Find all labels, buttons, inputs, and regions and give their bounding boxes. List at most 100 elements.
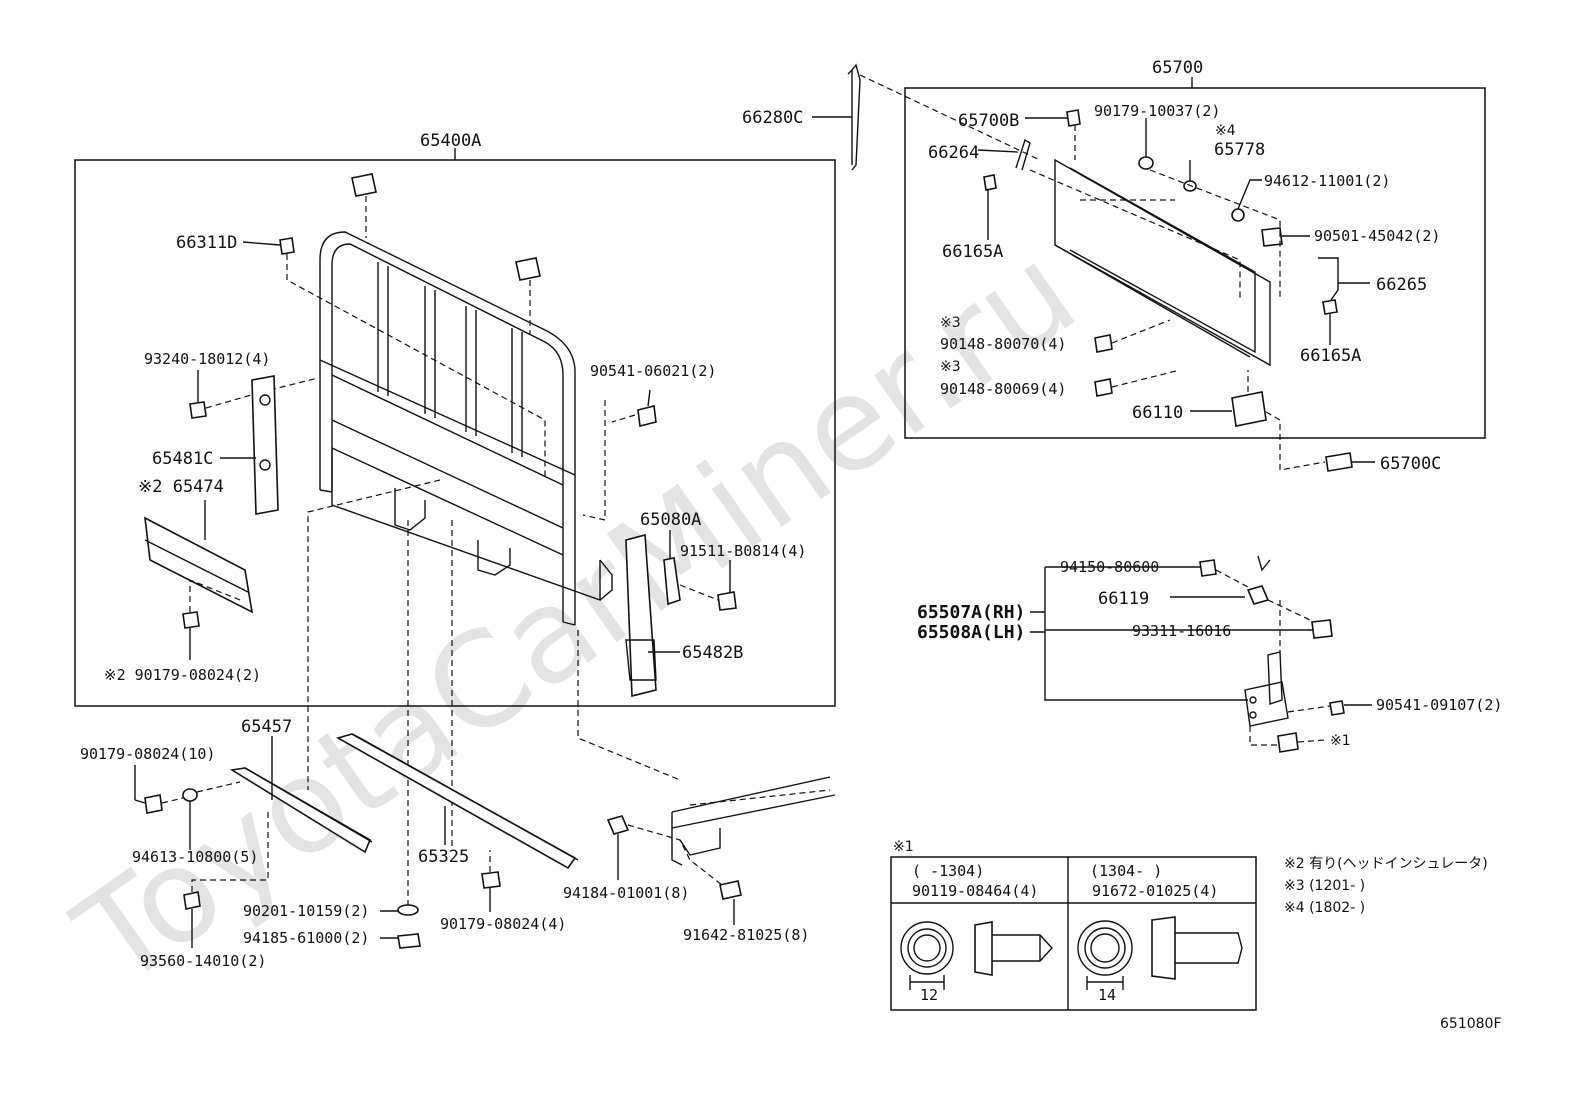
label-65508a: 65508A(LH) — [917, 622, 1025, 643]
label-65700: 65700 — [1152, 58, 1203, 78]
spring-90501[interactable] — [1261, 227, 1283, 247]
bracket-65507a[interactable] — [1244, 651, 1289, 727]
bolt-91642[interactable] — [719, 880, 742, 900]
hinge-66110[interactable] — [1231, 391, 1267, 427]
bracket-66119[interactable] — [1246, 585, 1270, 605]
cap-66165a-left[interactable] — [983, 174, 997, 191]
frame-cap-right[interactable] — [515, 257, 541, 281]
bolt-93311[interactable] — [1311, 619, 1333, 639]
label-note1-marker: ※1 — [1330, 733, 1351, 749]
washer-90201[interactable] — [397, 904, 419, 916]
label-66264: 66264 — [928, 143, 979, 163]
tailgate-panel[interactable] — [1054, 158, 1271, 367]
label-94613: 94613-10800(5) — [132, 848, 258, 866]
label-66265: 66265 — [1376, 275, 1427, 295]
label-90201: 90201-10159(2) — [243, 902, 369, 920]
label-91511: 91511-B0814(4) — [680, 542, 806, 560]
bolt-93560[interactable] — [183, 891, 201, 910]
diagram-code: 651080F — [1440, 1016, 1502, 1032]
label-65778: 65778 — [1214, 140, 1265, 160]
note-3: ※3 (1201- ) — [1284, 878, 1365, 894]
label-65700c: 65700C — [1380, 454, 1441, 474]
label-66165a-right: 66165A — [1300, 346, 1361, 366]
clip-65700b[interactable] — [1066, 109, 1081, 127]
table-col1-range: ( -1304) — [912, 862, 984, 880]
bracket-65481c[interactable] — [251, 375, 279, 515]
label-90179-08024-2: ※2 90179-08024(2) — [104, 666, 261, 684]
clip-90541-06021[interactable] — [637, 405, 657, 427]
nut-94150[interactable] — [1199, 559, 1217, 577]
table-col1-part: 90119-08464(4) — [912, 882, 1038, 900]
label-90148-80069: 90148-80069(4) — [940, 380, 1066, 398]
label-66165a-left: 66165A — [942, 242, 1003, 262]
label-90179-08024-4: 90179-08024(4) — [440, 915, 566, 933]
bracket-65482b[interactable] — [625, 533, 657, 698]
label-93240: 93240-18012(4) — [144, 350, 270, 368]
label-66119: 66119 — [1098, 589, 1149, 609]
cap-66165a-right[interactable] — [1322, 299, 1338, 315]
bolt-90148-80069[interactable] — [1094, 378, 1113, 397]
label-94150: 94150-80600 — [1060, 558, 1159, 576]
label-65325: 65325 — [418, 847, 469, 867]
bolt-note1[interactable] — [1277, 732, 1299, 753]
insulator-65474[interactable] — [144, 516, 254, 614]
label-65080a: 65080A — [640, 510, 701, 530]
label-66110: 66110 — [1132, 403, 1183, 423]
label-90541-06021: 90541-06021(2) — [590, 362, 716, 380]
label-65474: ※2 65474 — [138, 477, 224, 497]
label-66280c: 66280C — [742, 108, 803, 128]
label-90179-08024-10: 90179-08024(10) — [80, 745, 215, 763]
washer-94612[interactable] — [1231, 208, 1245, 222]
label-66311d: 66311D — [176, 233, 237, 253]
label-93560: 93560-14010(2) — [140, 952, 266, 970]
rod-66264[interactable] — [1015, 138, 1031, 171]
label-90501: 90501-45042(2) — [1314, 227, 1440, 245]
note-2: ※2 有り(ヘッドインシュレータ) — [1284, 856, 1488, 872]
label-65507a: 65507A(RH) — [917, 602, 1025, 623]
nut-90179-4[interactable] — [481, 871, 501, 889]
label-90541-09107: 90541-09107(2) — [1376, 696, 1502, 714]
bolt-93240[interactable] — [189, 401, 207, 419]
bolt-90179-10[interactable] — [144, 794, 163, 814]
label-65482b: 65482B — [682, 643, 743, 663]
table-col2-part: 91672-01025(4) — [1092, 882, 1218, 900]
label-65457: 65457 — [241, 717, 292, 737]
bolt-90179-2[interactable] — [182, 611, 200, 629]
label-91642: 91642-81025(8) — [683, 926, 809, 944]
chain-66280c[interactable] — [851, 63, 861, 171]
nut-90179-10037[interactable] — [1138, 156, 1154, 170]
table-col2-dim: 14 — [1098, 986, 1116, 1004]
label-90148-80070: 90148-80070(4) — [940, 335, 1066, 353]
bracket-65080a[interactable] — [663, 557, 681, 606]
nut-94184[interactable] — [606, 815, 630, 835]
label-94185: 94185-61000(2) — [243, 929, 369, 947]
label-65700b: 65700B — [958, 111, 1019, 131]
label-94184: 94184-01001(8) — [563, 884, 689, 902]
headboard-frame[interactable] — [319, 231, 613, 626]
label-note3-marker-a: ※3 — [940, 315, 961, 331]
table-title: ※1 — [893, 839, 914, 855]
grommet-94185[interactable] — [397, 933, 421, 949]
rod-66265[interactable] — [1318, 257, 1339, 301]
label-65400a: 65400A — [420, 131, 481, 151]
clip-90541-09107[interactable] — [1329, 700, 1345, 716]
note-4: ※4 (1802- ) — [1284, 900, 1365, 916]
label-94612: 94612-11001(2) — [1264, 172, 1390, 190]
chassis-frame — [671, 776, 836, 866]
group-box-65700 — [904, 87, 1486, 439]
table-col2-range: (1304- ) — [1090, 862, 1162, 880]
washer-94613[interactable] — [182, 788, 198, 802]
label-note4-marker: ※4 — [1215, 123, 1236, 139]
frame-cap-left[interactable] — [351, 173, 377, 197]
table-col1-dim: 12 — [920, 986, 938, 1004]
clip-66311d[interactable] — [279, 237, 295, 255]
label-65481c: 65481C — [152, 449, 213, 469]
fastener-table — [890, 856, 1257, 1011]
bolt-91511[interactable] — [717, 591, 737, 611]
sill-65457[interactable] — [229, 767, 372, 854]
bolt-65700c[interactable] — [1325, 452, 1353, 472]
label-note3-marker-b: ※3 — [940, 359, 961, 375]
bolt-90148-80070[interactable] — [1094, 334, 1113, 353]
